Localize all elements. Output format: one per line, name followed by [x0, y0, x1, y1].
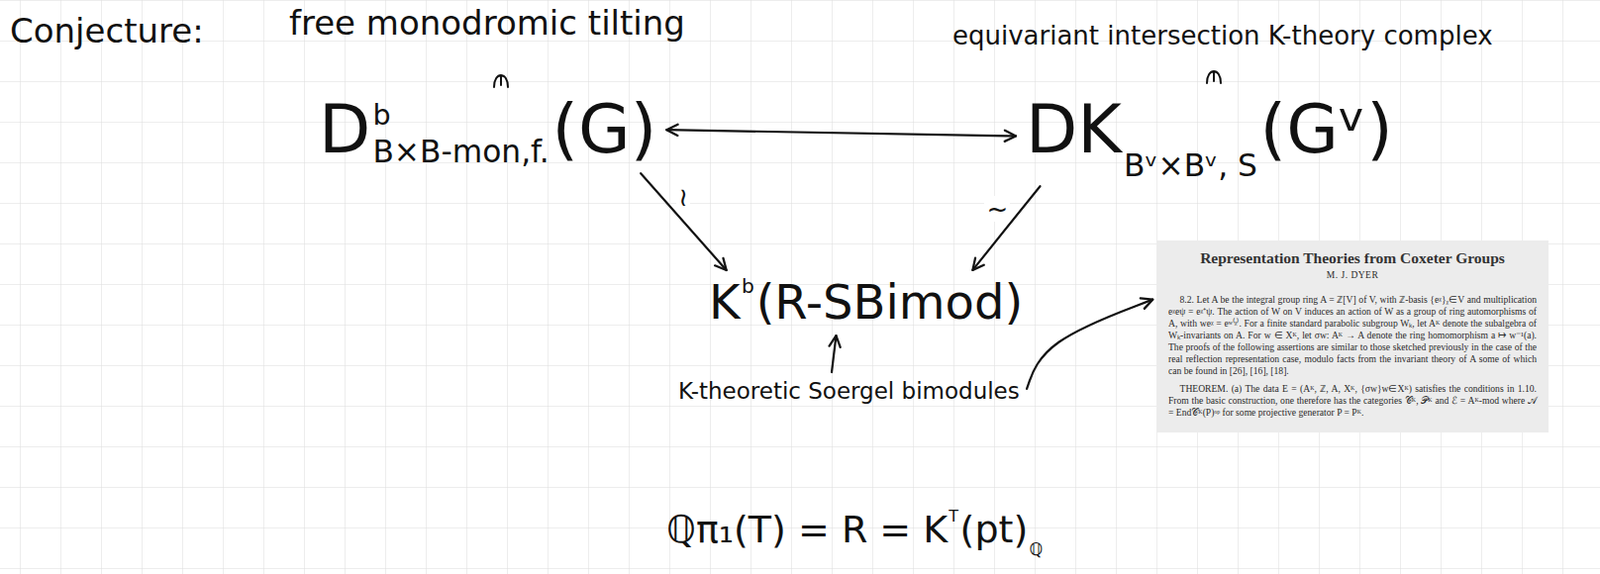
- text-run: K: [708, 274, 740, 330]
- text-run: ℚπ₁(T) = R = K: [666, 507, 948, 552]
- annotation: free monodromic tilting: [289, 3, 686, 43]
- text-run: THEOREM. (a) The data E = (Aᴷ, ℤ, A, Xᴷ,…: [1168, 383, 1537, 419]
- text-run: ℚ: [1028, 541, 1043, 559]
- text-run: (pt): [960, 507, 1029, 552]
- formula: ℚπ₁(T) = R = KT(pt)ℚ: [666, 508, 1045, 560]
- text-run: b: [741, 276, 755, 297]
- text-run: T: [948, 508, 959, 525]
- formula-term: (pt): [960, 507, 1029, 552]
- annotation: equivariant intersection K-theory comple…: [952, 21, 1494, 52]
- arrow-connector: [831, 335, 836, 373]
- text-run: D: [318, 90, 371, 169]
- paper-excerpt: Representation Theories from Coxeter Gro…: [1156, 240, 1549, 433]
- node-text: B×B-mon,f.: [372, 136, 549, 168]
- arrow-connector: [640, 173, 726, 271]
- note-text: K-theoretic Soergel bimodules: [672, 376, 1026, 406]
- iso-mark: ≀: [676, 184, 691, 210]
- text-run: DK: [1025, 90, 1122, 169]
- text-run: (G): [552, 90, 658, 169]
- text-run: bB×B-mon,f.: [372, 100, 549, 168]
- subset-mark: [494, 75, 508, 88]
- category-term: DbB×B-mon,f.(G): [312, 89, 663, 171]
- node-text: (Gᵛ): [1260, 90, 1394, 169]
- formula-term: ℚπ₁(T) = R = K: [666, 507, 948, 552]
- text-run: Representation Theories from Coxeter Gro…: [1168, 248, 1537, 268]
- category-term: Kb(R-SBimod): [702, 273, 1029, 332]
- text-run: (R-SBimod): [756, 274, 1024, 330]
- text-run: K-theoretic Soergel bimodules: [678, 378, 1020, 404]
- text-run: 8.2. Let A be the integral group ring A …: [1168, 294, 1537, 378]
- node-text: b: [741, 276, 755, 297]
- paper-author: M. J. DYER: [1168, 270, 1537, 283]
- category-term: DKBᵛ×Bᵛ, S(Gᵛ): [1019, 89, 1400, 184]
- node-text: K: [708, 274, 740, 330]
- paper-paragraph: THEOREM. (a) The data E = (Aᴷ, ℤ, A, Xᴷ,…: [1168, 383, 1537, 419]
- arrow-connector: [1026, 300, 1153, 390]
- node-text: (G): [552, 90, 658, 169]
- subset-mark: [1206, 71, 1221, 84]
- paper-paragraph: 8.2. Let A be the integral group ring A …: [1168, 294, 1537, 378]
- paper-title: Representation Theories from Coxeter Gro…: [1168, 248, 1537, 268]
- node-text: b: [372, 100, 549, 130]
- node-text: D: [318, 90, 371, 169]
- iso-mark: ~: [984, 196, 1010, 222]
- text-run: (Gᵛ): [1260, 90, 1394, 169]
- node-text: DK: [1025, 90, 1122, 169]
- formula-term: T: [948, 508, 959, 525]
- heading: Conjecture:: [9, 11, 204, 51]
- arrow-connector: [972, 186, 1040, 271]
- node-text: (R-SBimod): [756, 274, 1024, 330]
- arrow-connector: [666, 129, 1016, 136]
- formula-term: ℚ: [1028, 541, 1043, 559]
- text-run: M. J. DYER: [1168, 270, 1537, 283]
- node-text: Bᵛ×Bᵛ, S: [1123, 150, 1258, 182]
- node-text: K-theoretic Soergel bimodules: [678, 378, 1020, 404]
- text-run: Bᵛ×Bᵛ, S: [1123, 150, 1258, 182]
